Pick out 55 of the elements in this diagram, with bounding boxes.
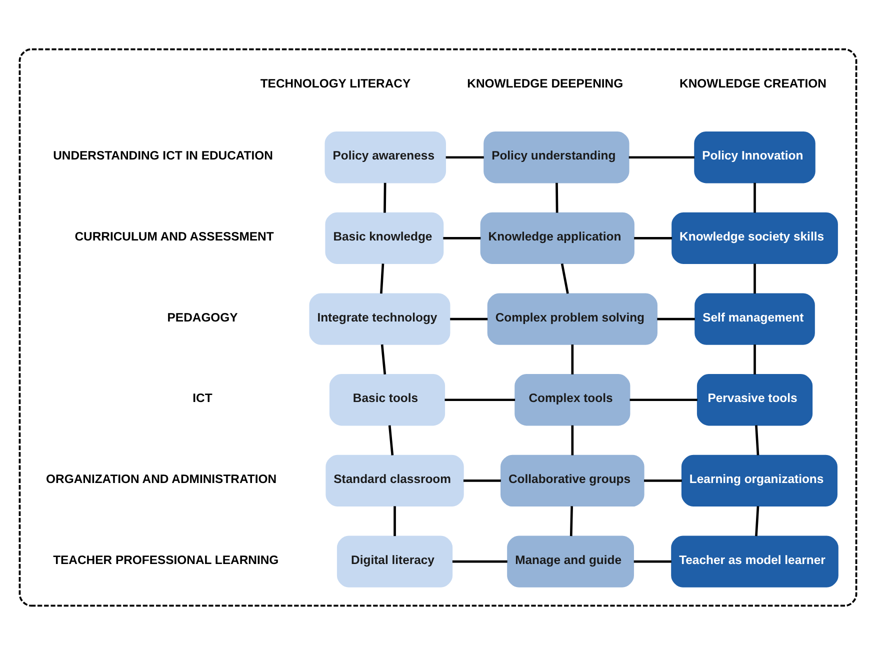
node-box: Policy Innovation [694,132,816,184]
label: ICT [192,391,212,406]
node-box: Manage and guide [507,536,634,588]
connector [754,264,756,294]
label: TEACHER PROFESSIONAL LEARNING [53,552,279,567]
node-box: Collaborative groups [500,454,644,507]
connector [657,318,695,320]
node-box: Learning organizations [681,454,838,507]
connector [644,480,682,482]
node-box: Complex tools [514,374,630,426]
node-box: Self management [694,293,815,345]
connector [754,182,756,213]
node-box: Standard classroom [326,454,464,507]
node-box: Basic tools [329,374,446,426]
node-box: Teacher as model learner [671,536,838,588]
node-box: Pervasive tools [696,374,813,426]
connector [450,318,488,320]
connector [556,182,558,213]
label: KNOWLEDGE DEEPENING [467,76,624,90]
label: CURRICULUM AND ASSESSMENT [74,229,274,244]
connector [754,344,756,374]
node-box: Policy awareness [324,132,446,184]
connector [560,263,569,294]
cluster [18,48,858,607]
connector [394,506,396,536]
connector [570,506,573,536]
label: PEDAGOGY [167,310,238,324]
node-box: Policy understanding [484,132,630,184]
label: TECHNOLOGY LITERACY [260,76,411,90]
connector [388,425,394,456]
connector [446,156,484,159]
connector [755,425,760,456]
connector [463,480,501,482]
node-box: Knowledge application [480,212,634,264]
node-box: Basic knowledge [325,212,444,264]
connector [634,560,672,563]
connector [634,237,672,240]
connector [628,156,695,159]
node-box: Integrate technology [309,293,450,345]
label: ORGANIZATION AND ADMINISTRATION [46,472,277,486]
node-box: Complex problem solving [487,293,658,345]
connector [380,344,386,375]
connector [630,398,698,402]
label: KNOWLEDGE CREATION [680,76,826,90]
connector [571,344,574,374]
node-box: Digital literacy [336,536,453,588]
connector [384,182,386,213]
connector [571,425,574,456]
connector [444,398,516,402]
connector [452,560,508,563]
connector [380,264,384,294]
connector [755,506,760,536]
connector [443,237,481,240]
label: UNDERSTANDING ICT IN EDUCATION [53,148,273,163]
node-box: Knowledge society skills [672,212,838,264]
